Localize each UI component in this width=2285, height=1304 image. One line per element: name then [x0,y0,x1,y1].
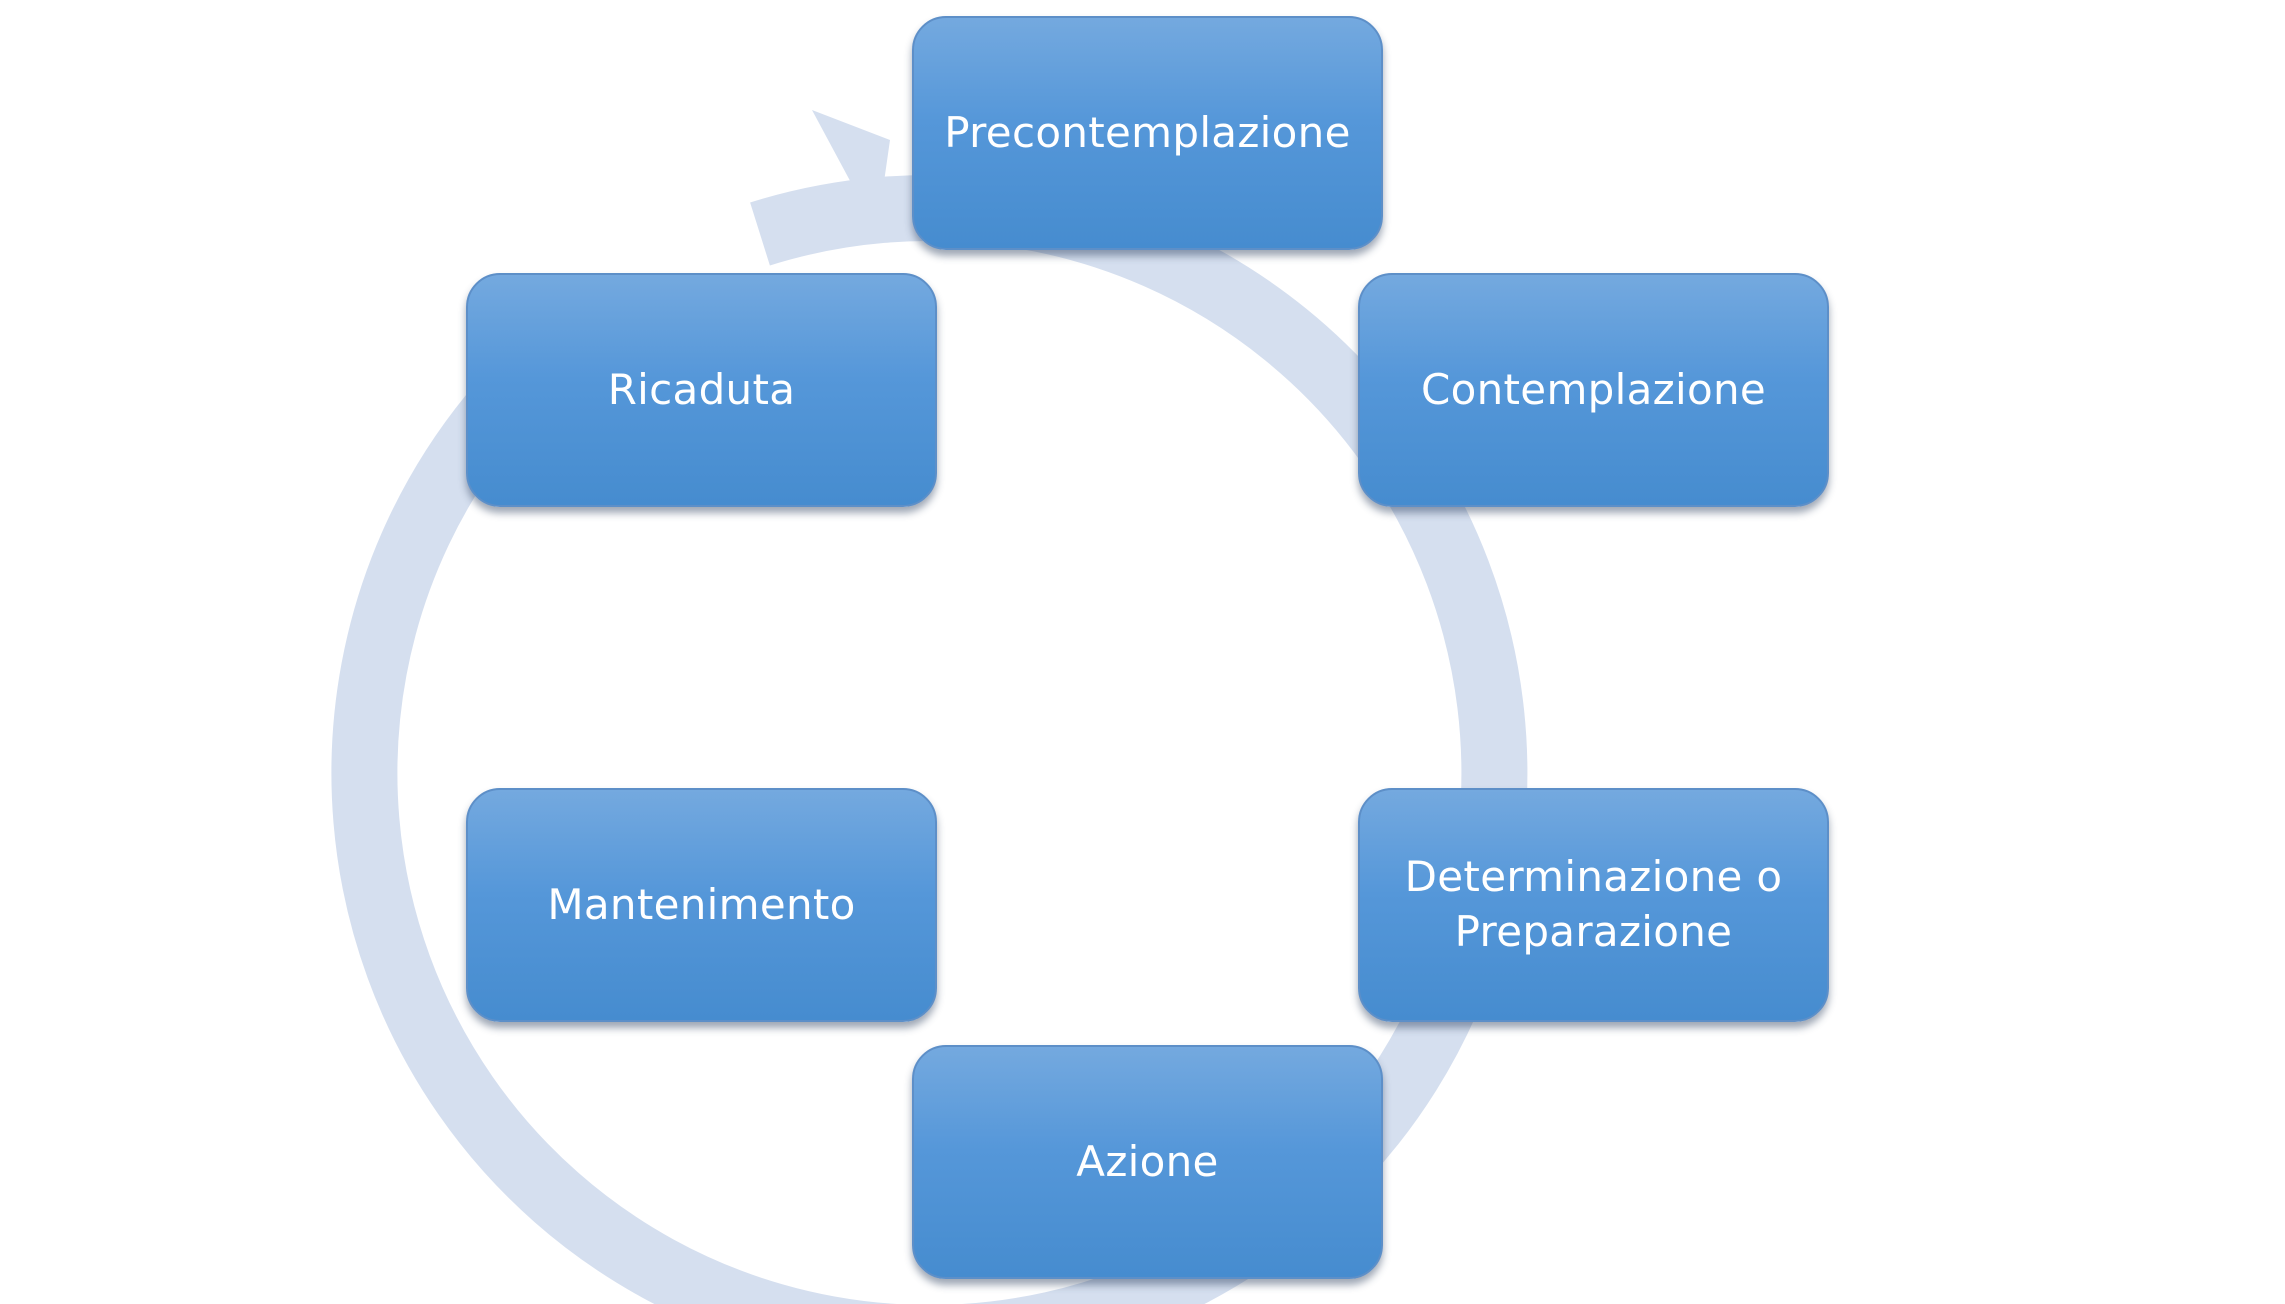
stage-label: Ricaduta [607,364,796,414]
stage-label: Precontemplazione [944,107,1351,157]
stage-label: Determinazione o Preparazione [1404,852,1783,956]
stage-precontemplazione: Precontemplazione [912,16,1383,250]
stage-mantenimento: Mantenimento [466,788,937,1022]
stage-contemplazione: Contemplazione [1358,273,1829,507]
stage-ricaduta: Ricaduta [466,273,937,507]
stage-determinazione: Determinazione o Preparazione [1358,788,1829,1022]
cycle-arrowhead [812,110,890,231]
stage-label: Contemplazione [1421,364,1766,414]
stage-azione: Azione [912,1045,1383,1279]
stage-label: Mantenimento [547,879,856,929]
stage-label: Azione [1076,1136,1219,1186]
